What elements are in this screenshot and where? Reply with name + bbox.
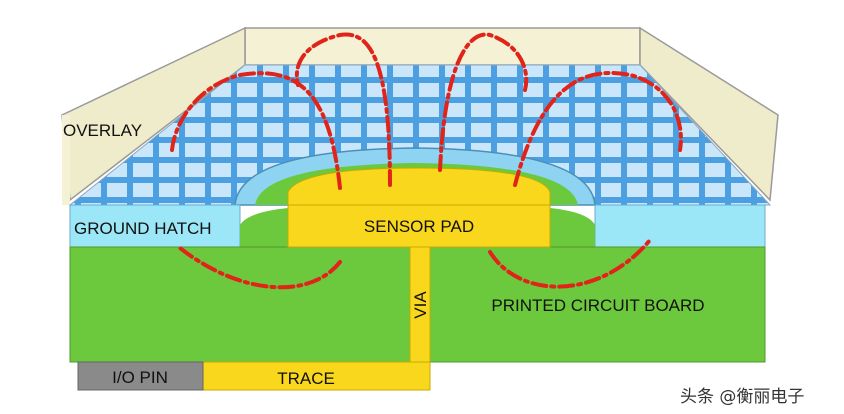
sensor-pad-and-via [202, 204, 551, 391]
field-line-3 [438, 32, 529, 172]
field-lines [170, 32, 683, 290]
ground-hatch-front [69, 204, 766, 248]
ground-hatch-surface [68, 64, 772, 206]
sensor-pad-label: SENSOR PAD [364, 217, 474, 236]
field-line-4 [513, 70, 683, 187]
field-line-2 [294, 32, 392, 187]
trace-label: TRACE [277, 369, 335, 388]
via-label: VIA [411, 291, 430, 319]
io-pin-label: I/O PIN [112, 368, 168, 387]
pcb-label: PRINTED CIRCUIT BOARD [491, 296, 704, 315]
overlay-layer [61, 26, 779, 205]
field-line-1 [170, 71, 342, 190]
field-line-5 [178, 246, 342, 290]
field-line-6 [488, 238, 652, 289]
io-pin [77, 361, 204, 391]
ground-hatch-label: GROUND HATCH [74, 219, 212, 238]
watermark-text: 头条 @衡丽电子 [680, 387, 804, 407]
overlay-label: OVERLAY [63, 121, 142, 140]
